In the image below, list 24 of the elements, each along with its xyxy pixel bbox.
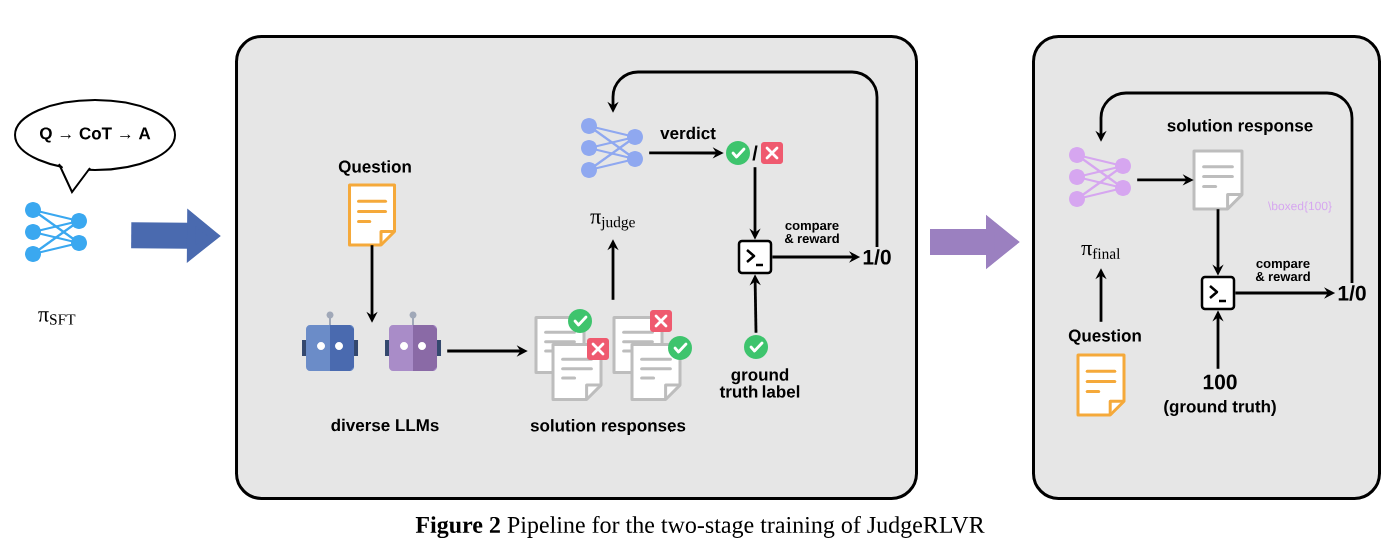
node-label: solution responses xyxy=(530,419,686,435)
node-label: solution response xyxy=(1167,119,1313,135)
node-label: diverse LLMs xyxy=(331,418,439,432)
stage-panel xyxy=(1032,35,1381,500)
formula-label: π$_{SFT}$ xyxy=(38,311,76,325)
node-label: 100 xyxy=(1203,374,1237,390)
node-label: Question xyxy=(338,160,411,176)
node-label: (ground truth) xyxy=(1164,400,1276,416)
formula-label: π$_{final}$ xyxy=(1081,245,1121,259)
answer-label: \boxed{100} xyxy=(1267,201,1332,213)
result-value: 1/0 xyxy=(1338,285,1366,301)
edge-label: compare & reward xyxy=(784,222,839,244)
edge-label: compare & reward xyxy=(1255,260,1310,282)
speech-bubble: Q → CoT → A xyxy=(14,99,176,194)
result-value: 1/0 xyxy=(863,249,891,265)
terminal-icon xyxy=(737,239,773,275)
node-label: Question xyxy=(1068,329,1141,345)
node-label: ground truth label xyxy=(719,368,800,398)
node-label: / xyxy=(752,145,758,161)
figure-caption: Figure 2 Pipeline for the two-stage training of JudgeRLVR xyxy=(415,515,985,539)
edge-label: verdict xyxy=(660,126,716,140)
stage-panel xyxy=(235,35,918,500)
formula-label: π$_{judge}$ xyxy=(590,213,635,231)
terminal-icon xyxy=(1200,275,1236,311)
